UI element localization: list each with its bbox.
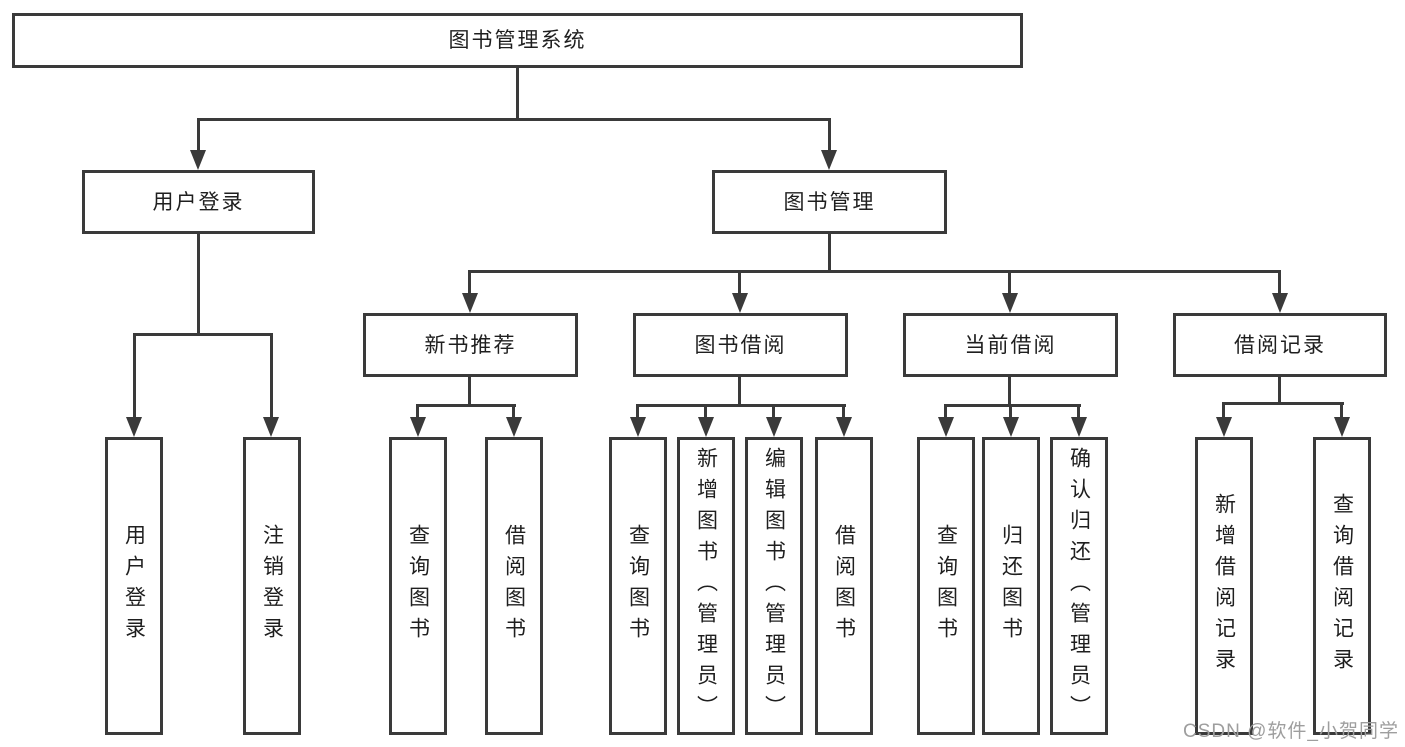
connector-line xyxy=(512,404,515,420)
connector-line xyxy=(468,377,471,407)
connector-line xyxy=(1340,402,1343,420)
node-query-borrow-record: 查询借阅记录 xyxy=(1313,437,1371,735)
node-edit-book-admin: 编辑图书（管理员） xyxy=(745,437,803,735)
connector-line xyxy=(197,234,200,335)
connector-arrow xyxy=(1003,417,1019,437)
connector-line xyxy=(1009,404,1012,420)
connector-arrow xyxy=(1071,417,1087,437)
node-query-books-current: 查询图书 xyxy=(917,437,975,735)
connector-arrow xyxy=(506,417,522,437)
connector-line xyxy=(738,270,741,296)
node-borrowing-records: 借阅记录 xyxy=(1173,313,1387,377)
node-borrow-books-recommend: 借阅图书 xyxy=(485,437,543,735)
node-library-management-system: 图书管理系统 xyxy=(12,13,1023,68)
node-book-management: 图书管理 xyxy=(712,170,947,234)
connector-line xyxy=(1278,377,1281,405)
connector-line xyxy=(1222,402,1344,405)
connector-arrow xyxy=(766,417,782,437)
connector-line xyxy=(944,404,1081,407)
node-user-login-leaf: 用户登录 xyxy=(105,437,163,735)
node-user-login: 用户登录 xyxy=(82,170,315,234)
connector-arrow xyxy=(462,293,478,313)
connector-line xyxy=(197,118,831,121)
connector-arrow xyxy=(1216,417,1232,437)
connector-line xyxy=(468,270,471,296)
node-add-borrow-record: 新增借阅记录 xyxy=(1195,437,1253,735)
connector-line xyxy=(468,270,1281,273)
node-logout: 注销登录 xyxy=(243,437,301,735)
connector-arrow xyxy=(1002,293,1018,313)
connector-line xyxy=(133,333,136,419)
connector-line xyxy=(270,333,273,419)
connector-line xyxy=(133,333,273,336)
watermark-text: CSDN @软件_小贺同学 xyxy=(1183,721,1399,742)
connector-line xyxy=(772,404,775,420)
node-current-borrowing: 当前借阅 xyxy=(903,313,1118,377)
node-query-books-borrowing: 查询图书 xyxy=(609,437,667,735)
connector-line xyxy=(828,234,831,273)
connector-line xyxy=(842,404,845,420)
connector-line xyxy=(197,118,200,153)
node-borrow-books-borrowing: 借阅图书 xyxy=(815,437,873,735)
connector-line xyxy=(1077,404,1080,420)
connector-arrow xyxy=(732,293,748,313)
node-confirm-return-admin: 确认归还（管理员） xyxy=(1050,437,1108,735)
connector-arrow xyxy=(938,417,954,437)
connector-arrow xyxy=(630,417,646,437)
node-query-books-recommend: 查询图书 xyxy=(389,437,447,735)
connector-line xyxy=(1222,402,1225,420)
connector-line xyxy=(1008,270,1011,296)
connector-line xyxy=(636,404,846,407)
connector-line xyxy=(828,118,831,153)
connector-line xyxy=(636,404,639,420)
connector-line xyxy=(704,404,707,420)
connector-arrow xyxy=(410,417,426,437)
node-new-book-recommendation: 新书推荐 xyxy=(363,313,578,377)
connector-line xyxy=(416,404,516,407)
connector-line xyxy=(1278,270,1281,296)
node-add-book-admin: 新增图书（管理员） xyxy=(677,437,735,735)
connector-arrow xyxy=(821,150,837,170)
connector-arrow xyxy=(698,417,714,437)
connector-arrow xyxy=(836,417,852,437)
connector-arrow xyxy=(1272,293,1288,313)
connector-line xyxy=(738,377,741,407)
connector-line xyxy=(416,404,419,420)
connector-arrow xyxy=(126,417,142,437)
node-return-books: 归还图书 xyxy=(982,437,1040,735)
node-book-borrowing: 图书借阅 xyxy=(633,313,848,377)
connector-arrow xyxy=(1334,417,1350,437)
connector-arrow xyxy=(263,417,279,437)
connector-line xyxy=(944,404,947,420)
connector-arrow xyxy=(190,150,206,170)
connector-line xyxy=(1008,377,1011,407)
connector-line xyxy=(516,68,519,120)
